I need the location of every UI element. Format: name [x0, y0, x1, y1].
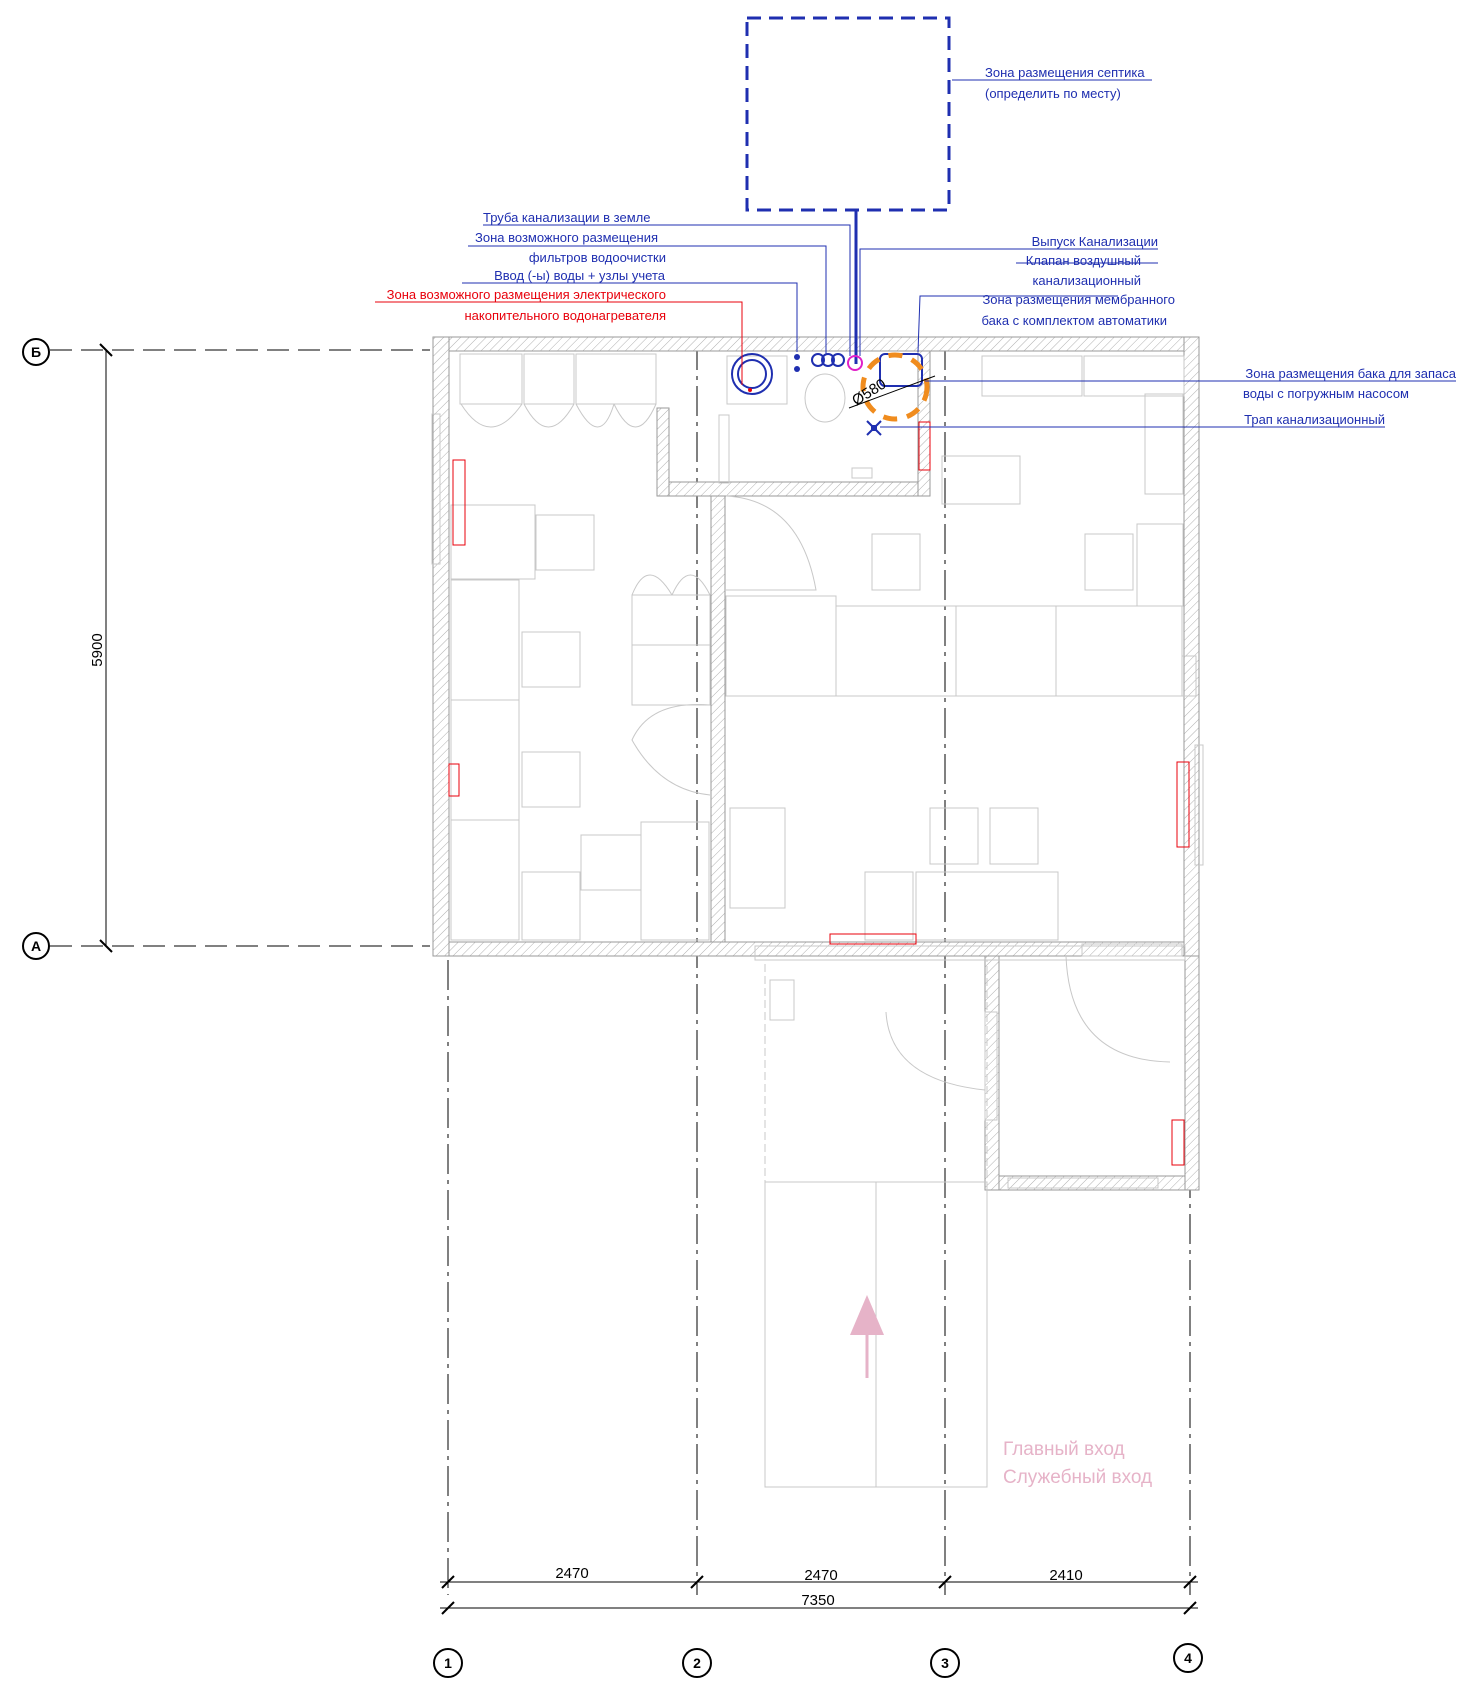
annotation-drain: Трап канализационный [1244, 412, 1385, 427]
annotation-air-valve: Клапан воздушный канализационный [1026, 253, 1141, 288]
main-entrance-label: Главный вход [1003, 1439, 1125, 1460]
annotation-membrane-tank: Зона размещения мембранного бака с компл… [981, 292, 1175, 328]
annotation-sewer-outlet: Выпуск Канализации [1032, 234, 1158, 249]
annotation-sewer-pipe: Труба канализации в земле [483, 210, 650, 225]
svg-text:Зона размещения бака для запас: Зона размещения бака для запаса [1245, 366, 1456, 381]
entrance-arrow [850, 1295, 884, 1378]
furniture [431, 353, 1204, 1488]
water-filters-symbol [811, 353, 845, 367]
axis-bubble-row-b: Б [22, 338, 50, 366]
axis-bubble-row-a: А [22, 932, 50, 960]
annotation-filters: Зона возможного размещения фильтров водо… [475, 230, 666, 265]
water-heater-symbol [731, 353, 773, 395]
annotation-heater: Зона возможного размещения электрическог… [387, 287, 666, 323]
svg-text:3: 3 [941, 1655, 949, 1671]
svg-text:Зона возможного размещения: Зона возможного размещения [475, 230, 658, 245]
annotation-septic: Зона размещения септика (определить по м… [985, 65, 1145, 101]
svg-text:воды с погружным насосом: воды с погружным насосом [1243, 386, 1409, 401]
svg-text:накопительного водонагревателя: накопительного водонагревателя [464, 308, 666, 323]
leader-lines [462, 79, 1456, 428]
annotation-water-inlet: Ввод (-ы) воды + узлы учета [494, 268, 666, 283]
water-inlet-symbol [794, 354, 800, 372]
svg-text:канализационный: канализационный [1032, 273, 1141, 288]
red-heater-marks [448, 421, 1190, 1166]
svg-text:2: 2 [693, 1655, 701, 1671]
svg-text:1: 1 [444, 1655, 452, 1671]
vertical-dimension: 5900 [89, 343, 113, 953]
annotation-storage-tank: Зона размещения бака для запаса воды с п… [1243, 366, 1457, 401]
floor-drain-icon [866, 420, 882, 436]
svg-text:2470: 2470 [804, 1567, 837, 1584]
air-valve-icon [847, 355, 863, 371]
svg-text:7350: 7350 [801, 1592, 834, 1609]
svg-text:4: 4 [1184, 1650, 1192, 1666]
svg-text:Зона возможного размещения эле: Зона возможного размещения электрическог… [387, 287, 666, 302]
service-entrance-label: Служебный вход [1003, 1467, 1152, 1488]
svg-text:Зона размещения септика: Зона размещения септика [985, 65, 1145, 80]
svg-text:Зона размещения мембранного: Зона размещения мембранного [982, 292, 1175, 307]
svg-text:А: А [31, 938, 41, 954]
tank-diameter-line [848, 375, 936, 409]
horizontal-dimensions: 2470 2470 2410 7350 [440, 1565, 1198, 1615]
storage-tank-zone [860, 352, 930, 422]
svg-text:2470: 2470 [555, 1565, 588, 1582]
axis-bubble-col-4: 4 [1173, 1643, 1203, 1673]
grid-axes [50, 340, 1191, 1595]
svg-text:фильтров водоочистки: фильтров водоочистки [529, 250, 666, 265]
membrane-tank-zone [879, 353, 923, 387]
heater-leader-line [375, 301, 743, 385]
septic-zone [745, 16, 951, 212]
axis-bubble-col-1: 1 [433, 1648, 463, 1678]
axis-bubble-col-3: 3 [930, 1648, 960, 1678]
svg-text:Б: Б [31, 344, 41, 360]
axis-bubble-col-2: 2 [682, 1648, 712, 1678]
svg-text:2410: 2410 [1049, 1567, 1082, 1584]
svg-text:бака с комплектом автоматики: бака с комплектом автоматики [981, 313, 1167, 328]
svg-text:5900: 5900 [89, 633, 106, 666]
svg-text:Клапан воздушный: Клапан воздушный [1026, 253, 1141, 268]
svg-text:(определить по месту): (определить по месту) [985, 86, 1121, 101]
building-walls [432, 336, 1200, 1191]
